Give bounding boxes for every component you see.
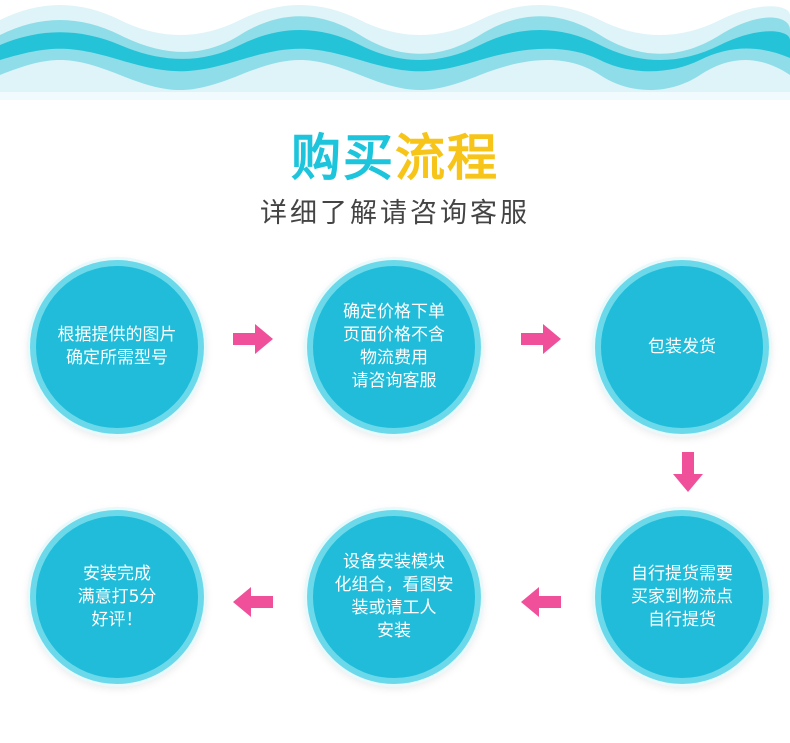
step-6-circle: 安装完成 满意打5分 好评！ — [30, 510, 204, 684]
arrow-down-icon — [673, 452, 703, 492]
arrow-left-icon — [233, 587, 273, 617]
title-part-2: 流程 — [395, 129, 499, 187]
step-4-text: 自行提货需要 买家到物流点 自行提货 — [631, 563, 733, 630]
page-subtitle: 详细了解请咨询客服 — [260, 198, 530, 229]
step-2-text: 确定价格下单 页面价格不含 物流费用 请咨询客服 — [343, 302, 445, 391]
step-4-circle: 自行提货需要 买家到物流点 自行提货 — [595, 510, 769, 684]
step-5-circle: 设备安装模块 化组合，看图安 装或请工人 安装 — [307, 510, 481, 684]
step-2-circle: 确定价格下单 页面价格不含 物流费用 请咨询客服 — [307, 260, 481, 434]
step-1-circle: 根据提供的图片 确定所需型号 — [30, 260, 204, 434]
wave-decoration — [0, 5, 790, 100]
arrow-right-icon — [233, 324, 273, 354]
arrow-left-icon — [521, 587, 561, 617]
page-title: 购买流程 — [0, 128, 790, 188]
step-1-text: 根据提供的图片 确定所需型号 — [57, 325, 177, 368]
step-3-circle: 包装发货 — [595, 260, 769, 434]
arrow-right-icon — [521, 324, 561, 354]
step-6-text: 安装完成 满意打5分 好评！ — [77, 563, 157, 630]
title-part-1: 购买 — [291, 129, 395, 187]
step-3-text: 包装发货 — [648, 336, 716, 357]
step-5-text: 设备安装模块 化组合，看图安 装或请工人 安装 — [334, 552, 454, 641]
